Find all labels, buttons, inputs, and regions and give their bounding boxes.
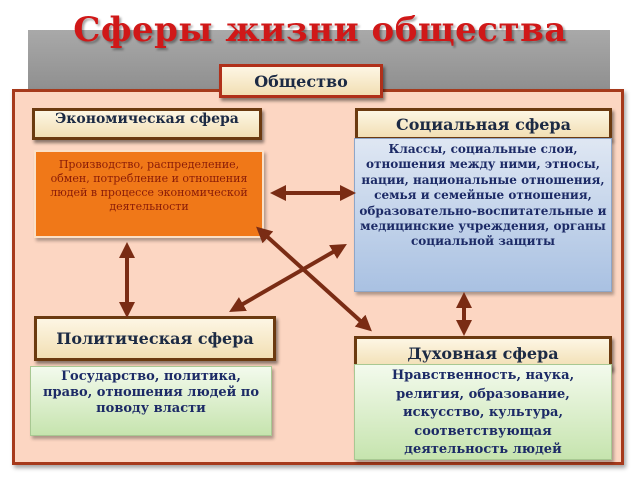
political-heading-label: Политическая сфера	[56, 328, 254, 348]
society-label: Общество	[254, 71, 348, 91]
political-content: Государство, политика, право, отношения …	[42, 369, 259, 416]
spiritual-content: Нравственность, наука, религия, образова…	[391, 368, 575, 457]
economic-content: Производство, распределение, обмен, потр…	[50, 158, 248, 213]
economic-box: Производство, распределение, обмен, потр…	[34, 150, 264, 238]
political-heading: Политическая сфера	[34, 316, 276, 361]
arrow-economic-spiritual	[256, 226, 372, 332]
social-content: Классы, социальные слои, отношения между…	[359, 142, 607, 249]
political-box: Государство, политика, право, отношения …	[30, 366, 272, 436]
spiritual-heading-label: Духовная сфера	[407, 343, 559, 363]
social-box: Классы, социальные слои, отношения между…	[354, 138, 612, 292]
economic-heading: Экономическая сфера	[32, 108, 262, 140]
spiritual-box: Нравственность, наука, религия, образова…	[354, 364, 612, 460]
arrow-political-social	[229, 244, 347, 312]
social-heading-label: Социальная сфера	[396, 114, 571, 134]
page-title: Сферы жизни общества	[73, 10, 567, 50]
economic-heading-label: Экономическая сфера	[55, 111, 239, 127]
society-heading: Общество	[219, 64, 383, 98]
